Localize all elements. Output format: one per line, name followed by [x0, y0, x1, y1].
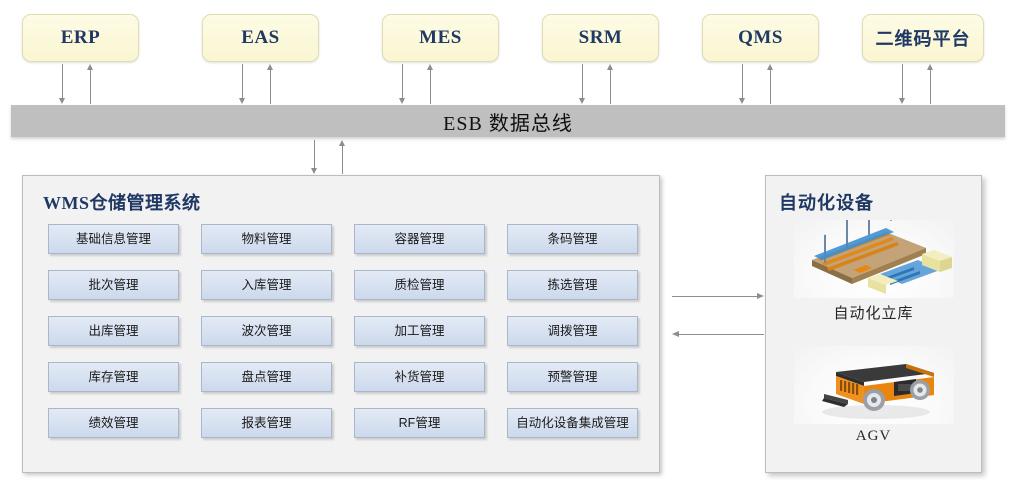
arrow-up-icon: [926, 64, 935, 104]
arrow-pair-qms-esb: [738, 64, 780, 104]
equipment-item-asrs[interactable]: 自动化立库: [766, 220, 981, 323]
arrow-down-icon: [58, 64, 67, 104]
arrow-down-icon: [578, 64, 587, 104]
wms-module[interactable]: 加工管理: [354, 316, 485, 346]
arrow-left-icon: [672, 330, 764, 339]
arrow-down-icon: [898, 64, 907, 104]
system-box-qrcode-platform[interactable]: 二维码平台: [862, 14, 984, 62]
arrow-right-icon: [672, 292, 764, 301]
wms-module[interactable]: 拣选管理: [507, 270, 638, 300]
wms-module[interactable]: 盘点管理: [201, 362, 332, 392]
wms-panel-title: WMS仓储管理系统: [43, 193, 201, 213]
system-box-eas[interactable]: EAS: [202, 14, 319, 62]
system-box-qms[interactable]: QMS: [702, 14, 819, 62]
wms-module[interactable]: 容器管理: [354, 224, 485, 254]
arrow-up-icon: [766, 64, 775, 104]
arrow-up-icon: [606, 64, 615, 104]
arrow-pair-srm-esb: [578, 64, 620, 104]
system-box-erp[interactable]: ERP: [22, 14, 139, 62]
esb-data-bus: ESB 数据总线: [11, 105, 1005, 137]
equipment-item-agv[interactable]: AGV: [766, 346, 981, 445]
wms-module[interactable]: 基础信息管理: [48, 224, 179, 254]
arrow-down-icon: [398, 64, 407, 104]
arrow-pair-mes-esb: [398, 64, 440, 104]
wms-module[interactable]: 自动化设备集成管理: [507, 408, 638, 438]
equipment-caption: 自动化立库: [833, 306, 914, 322]
external-systems-row: ERP EAS MES SRM QMS 二维码平台: [0, 14, 1017, 62]
system-box-label: ERP: [60, 27, 101, 48]
wms-module[interactable]: 绩效管理: [48, 408, 179, 438]
system-box-label: QMS: [738, 27, 783, 48]
arrow-pair-erp-esb: [58, 64, 100, 104]
arrow-down-icon: [738, 64, 747, 104]
equipment-caption: AGV: [855, 428, 892, 444]
wms-module[interactable]: 补货管理: [354, 362, 485, 392]
wms-panel: WMS仓储管理系统 基础信息管理 物料管理 容器管理 条码管理 批次管理 入库管…: [22, 175, 660, 473]
system-box-label: MES: [419, 27, 462, 48]
wms-module[interactable]: 库存管理: [48, 362, 179, 392]
wms-module[interactable]: 出库管理: [48, 316, 179, 346]
wms-module[interactable]: 条码管理: [507, 224, 638, 254]
wms-module[interactable]: 入库管理: [201, 270, 332, 300]
agv-robot-icon: [793, 346, 954, 424]
system-box-label: SRM: [578, 27, 623, 48]
automation-panel-title: 自动化设备: [779, 193, 874, 213]
arrow-up-icon: [266, 64, 275, 104]
wms-automation-link-arrows: [672, 292, 764, 348]
wms-module[interactable]: 质检管理: [354, 270, 485, 300]
arrow-down-icon: [238, 64, 247, 104]
wms-module[interactable]: RF管理: [354, 408, 485, 438]
system-box-srm[interactable]: SRM: [542, 14, 659, 62]
wms-module[interactable]: 预警管理: [507, 362, 638, 392]
system-box-mes[interactable]: MES: [382, 14, 499, 62]
arrow-pair-qrcode-esb: [898, 64, 940, 104]
asrs-rack-icon: [793, 220, 954, 298]
arrow-up-icon: [426, 64, 435, 104]
system-box-label: EAS: [241, 27, 280, 48]
wms-module[interactable]: 批次管理: [48, 270, 179, 300]
arrow-up-icon: [338, 140, 347, 174]
wms-module[interactable]: 报表管理: [201, 408, 332, 438]
wms-module[interactable]: 物料管理: [201, 224, 332, 254]
arrow-up-icon: [86, 64, 95, 104]
arrow-pair-eas-esb: [238, 64, 280, 104]
arrow-pair-esb-wms: [310, 140, 352, 174]
automation-panel: 自动化设备: [765, 175, 982, 473]
wms-module[interactable]: 波次管理: [201, 316, 332, 346]
wms-module-grid: 基础信息管理 物料管理 容器管理 条码管理 批次管理 入库管理 质检管理 拣选管…: [48, 224, 638, 438]
arrow-down-icon: [310, 140, 319, 174]
esb-label: ESB 数据总线: [443, 112, 573, 135]
wms-module[interactable]: 调拨管理: [507, 316, 638, 346]
system-box-label: 二维码平台: [875, 29, 971, 49]
